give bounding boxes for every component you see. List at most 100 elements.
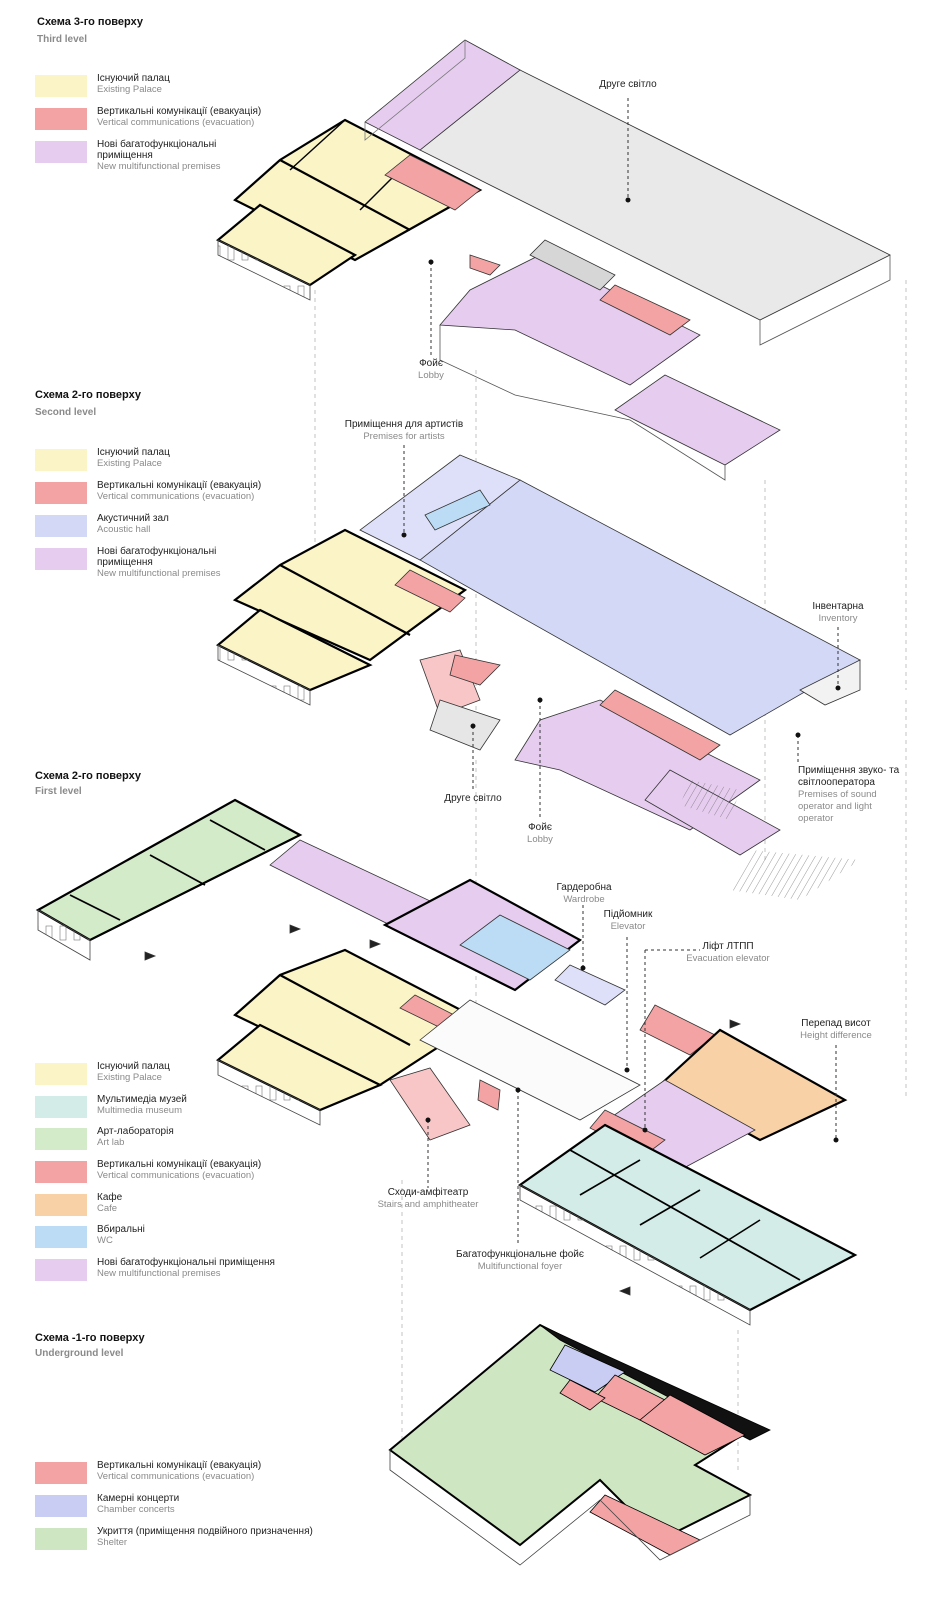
label-wardrobe: Гардеробна Wardrobe [494, 882, 674, 906]
legend-label: Вертикальні комунікації (евакуація) [97, 480, 262, 491]
legend-swatch [35, 1528, 87, 1550]
level-title-second: Схема 2-го поверху [35, 389, 141, 401]
cafe [658, 1028, 848, 1142]
level-subtitle-second: Second level [35, 407, 97, 418]
lobby-3 [439, 254, 701, 386]
label-ua: Багатофункціональне фойє [456, 1249, 584, 1260]
legend-swatch [35, 141, 87, 163]
label-en: Multifunctional foyer [477, 1261, 563, 1272]
label-ua: Перепад висот [801, 1018, 871, 1029]
legend-label: Камерні концерти [97, 1493, 180, 1504]
label-elevator: Підйомник Elevator [538, 909, 718, 933]
label-multifunctional-foyer: Багатофункціональне фойє Multifunctional… [430, 1249, 610, 1273]
legend-swatch [35, 108, 87, 130]
leader-dots [401, 197, 841, 1143]
level-title-first: Схема 2-го поверху [35, 770, 141, 782]
legend-swatch [35, 1096, 87, 1118]
vertical-comm-2a [394, 569, 466, 613]
legend-label-en: Art lab [97, 1137, 125, 1148]
legend-label: Існуючий палац [97, 73, 170, 84]
legend-label: Вбиральні [97, 1224, 145, 1235]
legend-swatch [35, 1128, 87, 1150]
level-subtitle-underground: Underground level [35, 1348, 124, 1359]
wardrobe [554, 964, 626, 1006]
second-level-drawing [215, 454, 861, 900]
chamber-concerts [549, 1344, 626, 1393]
palace-block-2 [232, 528, 468, 662]
legend-label-en: Vertical communications (evacuation) [97, 1471, 255, 1482]
legend-label: Існуючий палац [97, 1061, 170, 1072]
label-ua: Ліфт ЛТПП [702, 941, 754, 952]
leader-lines [403, 98, 839, 1245]
legend-label-en: WC [97, 1235, 113, 1246]
label-artists-premises: Приміщення для артистів Premises for art… [314, 419, 494, 443]
legend-label: Акустичний зал [97, 513, 169, 524]
label-en: Wardrobe [563, 894, 605, 905]
legend-label-en: Vertical communications (evacuation) [97, 491, 255, 502]
legend-label: Вертикальні комунікації (евакуація) [97, 1460, 262, 1471]
vertical-comm-3b [599, 284, 691, 336]
level-title-third: Схема 3-го поверху [37, 16, 143, 28]
label-en: Stairs and amphitheater [377, 1199, 479, 1210]
legend-swatch [35, 1259, 87, 1281]
label-lobby-2: Фойє Lobby [450, 822, 630, 846]
label-ua: Друге світло [599, 79, 657, 90]
legend-swatch [35, 1063, 87, 1085]
label-evacuation-elevator: Ліфт ЛТПП Evacuation elevator [638, 941, 818, 965]
vertical-comm-3a [384, 154, 481, 211]
art-lab-wing [35, 798, 303, 942]
legend-label: Кафе [97, 1192, 123, 1203]
label-ua: Гардеробна [556, 882, 612, 893]
label-ua: Сходи-амфітеатр [387, 1187, 469, 1198]
vertical-comm-2b [599, 689, 721, 761]
legend-label-en: Acoustic hall [97, 524, 151, 535]
legend-label: Нові багатофункціональні приміщення [97, 546, 217, 568]
label-en: Lobby [527, 834, 553, 845]
legend-item: Вертикальні комунікації (евакуація)Verti… [35, 480, 365, 510]
legend-label: Вертикальні комунікації (евакуація) [97, 1159, 262, 1170]
label-ua: Фойє [528, 822, 552, 833]
label-ua: Інвентарна [812, 601, 864, 612]
vertical-comm-u2 [639, 1394, 746, 1456]
label-en: Evacuation elevator [686, 953, 770, 964]
legend-item: Вертикальні комунікації (евакуація)Verti… [35, 1159, 365, 1189]
label-en: Premises for artists [363, 431, 445, 442]
label-ua: Приміщення для артистів [344, 419, 464, 430]
legend-label: Нові багатофункціональні приміщення [97, 1257, 275, 1268]
legend-label-en: Existing Palace [97, 458, 162, 469]
label-ua: Приміщення звуко- та світлооператора [798, 765, 900, 788]
multifunctional-wing-3 [614, 374, 781, 466]
label-ua: Друге світло [444, 793, 502, 804]
legend-label-en: Existing Palace [97, 84, 162, 95]
label-lobby-3: Фойє Lobby [341, 358, 521, 382]
legend-label-en: Multimedia museum [97, 1105, 182, 1116]
legend-label-en: New multifunctional premises [97, 161, 221, 172]
legend-label-en: New multifunctional premises [97, 568, 221, 579]
wc-rooms [459, 914, 571, 981]
legend-label: Нові багатофункціональні приміщення [97, 139, 217, 161]
level-subtitle-third: Third level [37, 34, 88, 45]
third-level-drawing [215, 39, 891, 481]
legend-swatch [35, 75, 87, 97]
label-en: Height difference [800, 1030, 872, 1041]
legend-swatch [35, 515, 87, 537]
label-ua: Фойє [419, 358, 443, 369]
legend-label-en: Existing Palace [97, 1072, 162, 1083]
legend-swatch [35, 548, 87, 570]
legend-label: Укриття (приміщення подвійного призначен… [97, 1526, 313, 1537]
legend-swatch [35, 1462, 87, 1484]
legend-label-en: Chamber concerts [97, 1504, 175, 1515]
legend-label: Мультимедіа музей [97, 1094, 187, 1105]
legend-label: Арт-лабораторія [97, 1126, 174, 1137]
label-second-light-2: Друге світло [383, 793, 563, 805]
